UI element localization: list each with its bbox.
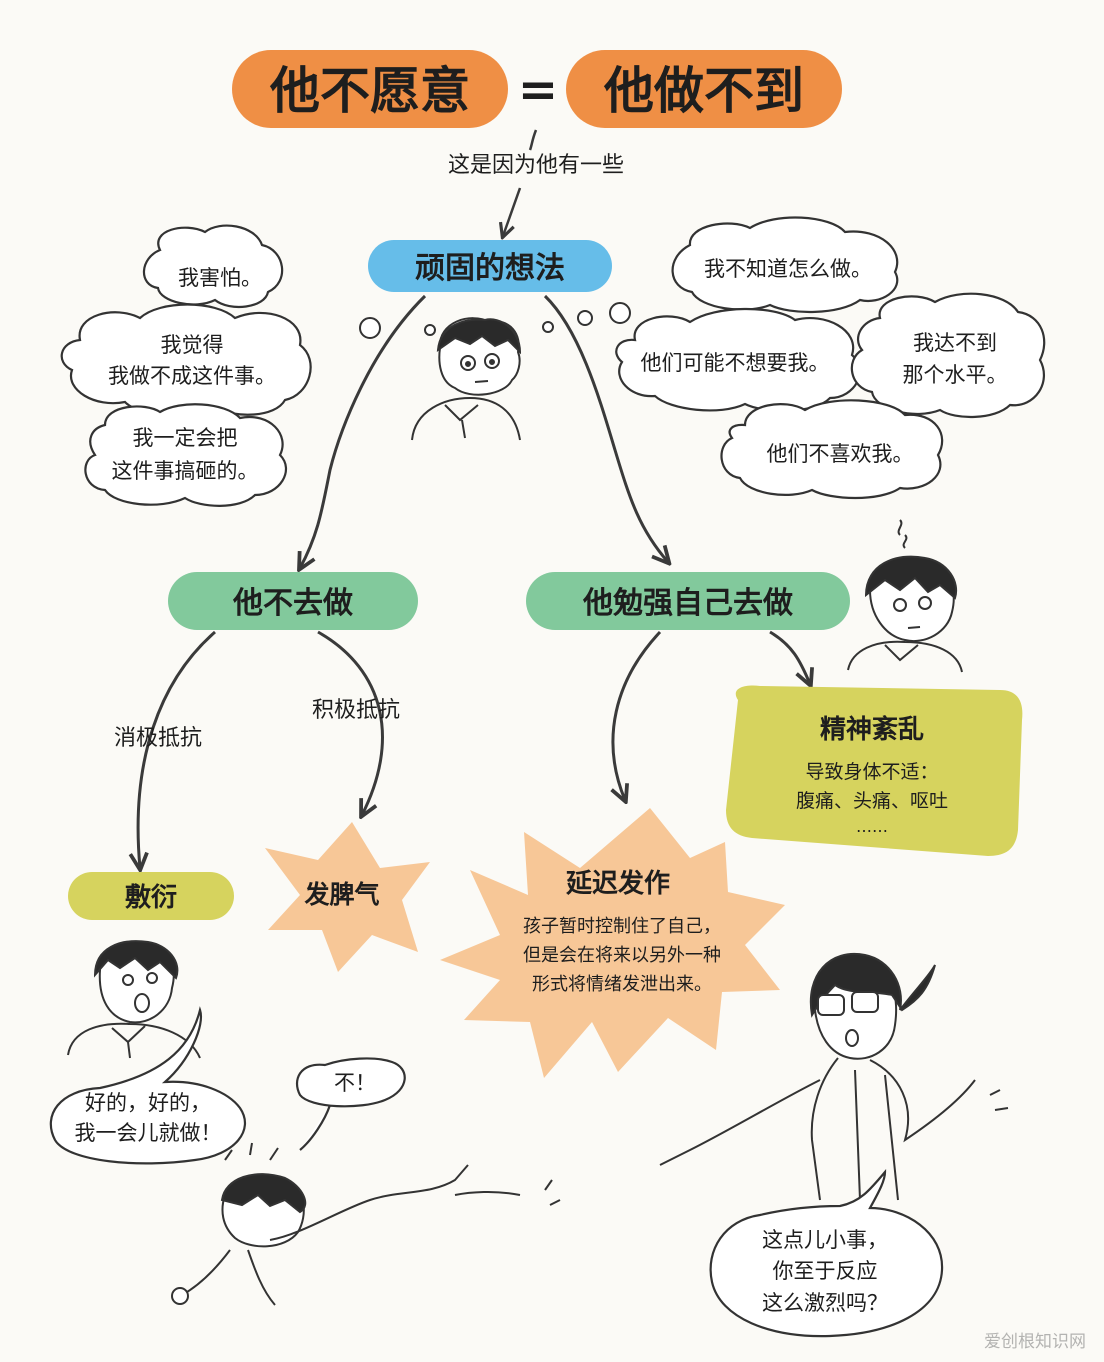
- speech-bubble-active: 不！: [295, 1057, 406, 1151]
- speech-bubble-parent: 这点儿小事， 你至于反应 这么激烈吗？: [709, 1168, 944, 1338]
- mental-ellipsis: ……: [856, 817, 888, 836]
- curve-to-mental: [769, 630, 810, 684]
- thought-cloud-left-3: 我一定会把 这件事搞砸的。: [84, 403, 287, 507]
- left-branch-text: 他不去做: [232, 586, 353, 621]
- speech-parent-line1: 这点儿小事，: [762, 1228, 888, 1252]
- speech-parent-line3: 这么激烈吗？: [762, 1291, 888, 1315]
- mental-line2: 腹痛、头痛、呕吐: [796, 790, 948, 812]
- thought-cloud-right-1: 我不知道怎么做。: [671, 216, 899, 313]
- passive-label: 消极抵抗: [114, 726, 202, 751]
- boy-shouting-figure: [67, 940, 201, 1059]
- root-node-text: 顽固的想法: [415, 251, 565, 286]
- mental-node: 精神紊乱 导致身体不适： 腹痛、头痛、呕吐 ……: [726, 685, 1023, 856]
- right-branch-text: 他勉强自己去做: [582, 586, 793, 621]
- thought-left-1-text: 我害怕。: [178, 266, 262, 290]
- title-left-text: 他不愿意: [269, 62, 470, 120]
- thought-cloud-right-4: 他们不喜欢我。: [720, 399, 944, 500]
- speech-passive-line2: 我一会儿就做！: [75, 1121, 222, 1145]
- thought-dots: [359, 302, 631, 339]
- left-branch-node: 他不去做: [168, 572, 418, 630]
- thought-right-3-line2: 那个水平。: [903, 363, 1008, 387]
- thought-left-2-line1: 我觉得: [161, 333, 224, 357]
- parent-figure: [659, 952, 1009, 1201]
- boy-thinking-figure: [411, 317, 522, 441]
- active-result-star: 发脾气: [265, 822, 430, 972]
- boy-tantrum-figure: [171, 1142, 561, 1306]
- speech-passive-line1: 好的，好的，: [85, 1091, 211, 1115]
- thought-left-3-line2: 这件事搞砸的。: [112, 459, 259, 483]
- active-result-text: 发脾气: [303, 880, 379, 909]
- thought-right-2-text: 他们可能不想要我。: [641, 351, 830, 375]
- connector-line-top: [528, 129, 538, 151]
- delayed-result-star: 延迟发作 孩子暂时控制住了自己， 但是会在将来以另外一种 形式将情绪发泄出来。: [440, 808, 785, 1078]
- curve-to-right-branch: [543, 294, 668, 562]
- speech-bubble-passive: 好的，好的， 我一会儿就做！: [49, 1006, 247, 1165]
- thought-left-2-line2: 我做不成这件事。: [108, 364, 276, 388]
- delayed-title: 延迟发作: [565, 868, 670, 899]
- title-right-pill: 他做不到: [566, 50, 842, 128]
- title-right-text: 他做不到: [603, 62, 804, 120]
- active-label: 积极抵抗: [312, 698, 400, 723]
- speech-parent-line2: 你至于反应: [773, 1259, 878, 1283]
- thought-right-1-text: 我不知道怎么做。: [704, 257, 872, 281]
- thought-cloud-right-2: 他们可能不想要我。: [615, 307, 861, 412]
- title-left-pill: 他不愿意: [232, 50, 508, 128]
- thought-left-3-line1: 我一定会把: [133, 426, 238, 450]
- curve-to-delayed: [613, 630, 662, 800]
- mental-line1: 导致身体不适：: [805, 761, 938, 783]
- equals-sign: =: [518, 62, 558, 118]
- boy-tired-figure: [847, 519, 963, 673]
- thought-right-3-line1: 我达不到: [913, 331, 997, 355]
- right-branch-node: 他勉强自己去做: [526, 572, 850, 630]
- curve-to-left-branch: [300, 294, 427, 568]
- delayed-line2: 但是会在将来以另外一种: [523, 945, 721, 966]
- root-node: 顽固的想法: [368, 240, 612, 292]
- delayed-line3: 形式将情绪发泄出来。: [532, 974, 712, 995]
- delayed-line1: 孩子暂时控制住了自己，: [523, 916, 721, 937]
- watermark: 爱创根知识网: [984, 1332, 1086, 1352]
- thought-cloud-left-2: 我觉得 我做不成这件事。: [60, 303, 312, 417]
- thought-cloud-right-3: 我达不到 那个水平。: [850, 292, 1046, 419]
- passive-result-node: 敷衍: [68, 872, 234, 920]
- thought-cloud-left-1: 我害怕。: [142, 224, 284, 308]
- speech-active-text: 不！: [334, 1071, 376, 1095]
- curve-active: [317, 630, 384, 815]
- passive-result-text: 敷衍: [125, 882, 177, 913]
- connector-arrow: [503, 187, 522, 236]
- thought-right-4-text: 他们不喜欢我。: [767, 442, 914, 466]
- mental-title: 精神紊乱: [820, 714, 924, 745]
- connector-text: 这是因为他有一些: [448, 153, 624, 178]
- curve-passive: [138, 630, 216, 868]
